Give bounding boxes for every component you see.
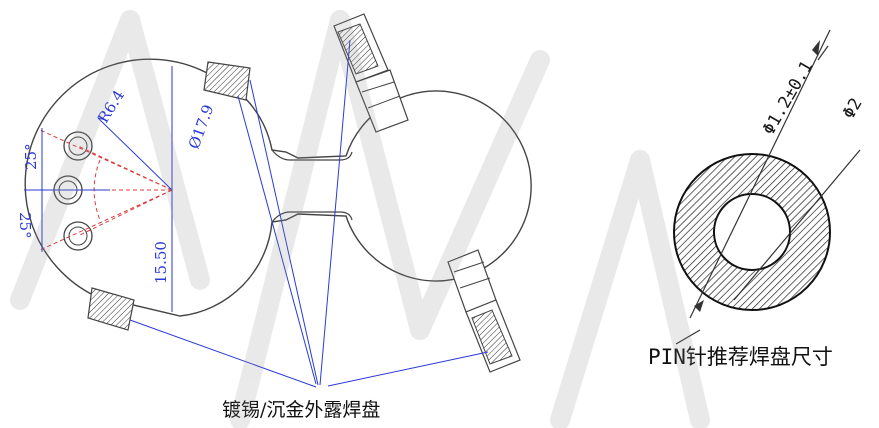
watermark-icon (10, 10, 710, 428)
right-dimension-lines (675, 29, 861, 345)
left-caption: 镀锡/沉金外露焊盘 (222, 399, 380, 421)
dimension-lines (24, 39, 489, 388)
dim-angle-top-label: 25° (22, 143, 40, 170)
dim-outer-label: Φ2 (839, 95, 867, 123)
pad-hole (713, 193, 791, 271)
right-caption: PIN针推荐焊盘尺寸 (648, 345, 833, 369)
dim-height-label: 15.50 (152, 241, 170, 284)
dim-inner-label: Φ1.2±0.1 (759, 58, 817, 139)
dim-angle-bottom-label: 25° (16, 212, 34, 239)
right-arrowheads (694, 40, 820, 312)
pin-connector-top (333, 13, 409, 133)
pad-top (203, 61, 251, 101)
pad-bottom (87, 287, 135, 331)
pin-connector-bottom (447, 249, 521, 373)
left-drawing: R6.4 Ø17.9 15.50 25° 25° 镀锡/沉金外露焊盘 (16, 13, 532, 421)
